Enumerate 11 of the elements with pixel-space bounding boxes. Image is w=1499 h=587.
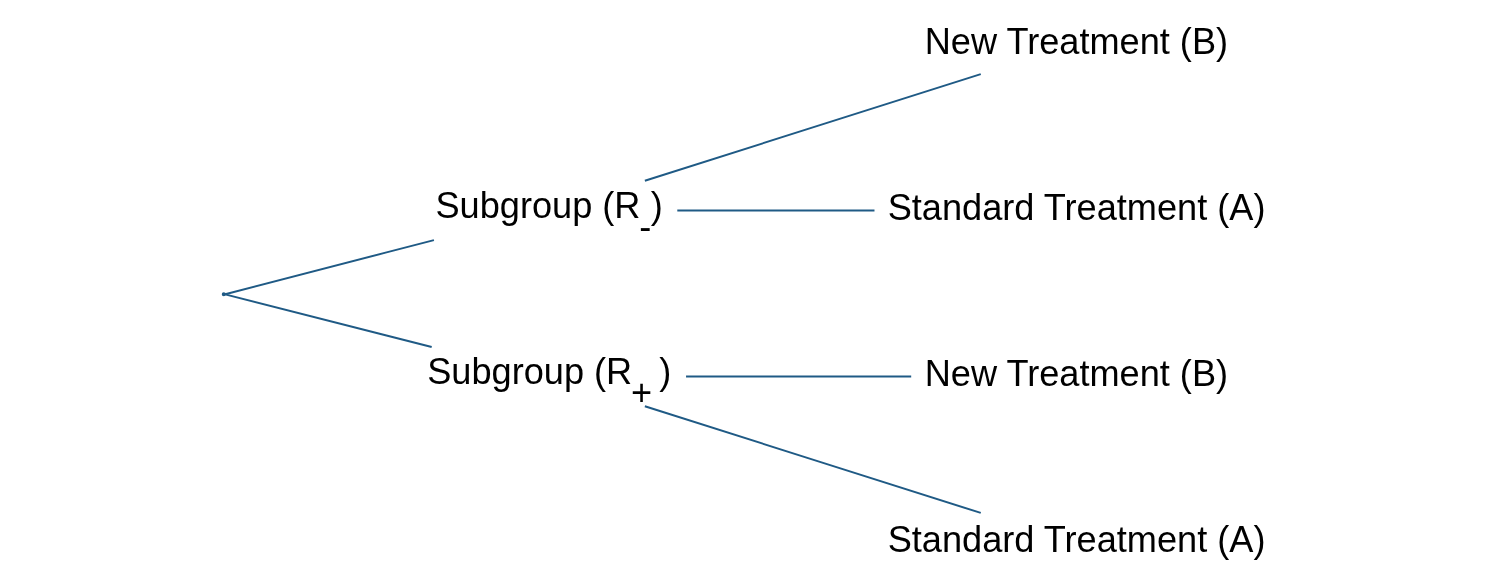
connector bbox=[643, 405, 982, 514]
connector bbox=[684, 375, 912, 378]
node-text: New Treatment (B) bbox=[924, 352, 1228, 394]
node-text: Standard Treatment (A) bbox=[887, 518, 1265, 560]
connector bbox=[223, 293, 433, 348]
node-point bbox=[221, 292, 226, 297]
node-text: New Treatment (B) bbox=[924, 20, 1228, 62]
connector bbox=[675, 209, 875, 212]
node-text: Standard Treatment (A) bbox=[887, 186, 1265, 228]
connector bbox=[643, 73, 982, 182]
connector bbox=[223, 239, 435, 296]
